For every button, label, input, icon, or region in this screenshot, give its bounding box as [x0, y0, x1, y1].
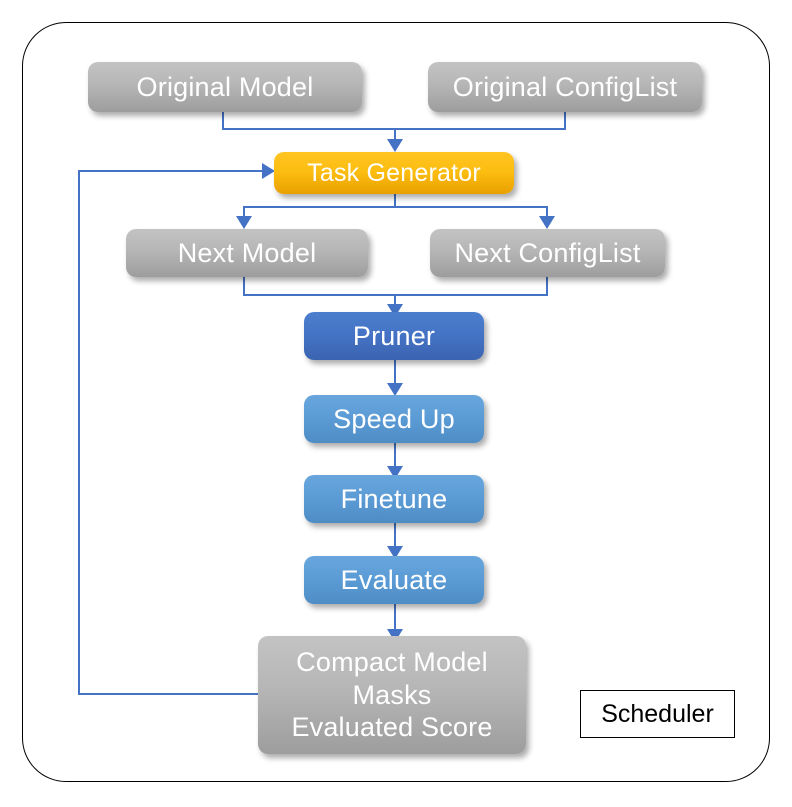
edge-split-bar-from-task-generator [243, 206, 547, 208]
arrowhead-feedback-to-task-generator [262, 163, 275, 179]
node-speed-up[interactable]: Speed Up [304, 395, 484, 443]
arrowhead-to-evaluate [387, 546, 403, 559]
edge-next-model-stem [243, 277, 245, 296]
node-task-generator[interactable]: Task Generator [274, 152, 514, 194]
edge-pruner-to-speed-up [394, 360, 396, 386]
edge-speed-up-to-finetune [394, 443, 396, 469]
edge-original-configlist-stem [564, 112, 566, 130]
edge-merge-drop-to-task-generator [394, 128, 396, 142]
node-compact-model[interactable]: Compact Model Masks Evaluated Score [258, 636, 526, 754]
node-next-configlist[interactable]: Next ConfigList [430, 229, 665, 277]
node-original-configlist[interactable]: Original ConfigList [428, 62, 702, 112]
node-next-model-label: Next Model [177, 237, 317, 268]
edge-feedback-bottom [78, 693, 260, 695]
edge-next-configlist-stem [546, 277, 548, 296]
edge-finetune-to-evaluate [394, 523, 396, 549]
node-next-model[interactable]: Next Model [126, 229, 368, 277]
edge-feedback-top [78, 170, 266, 172]
node-finetune-label: Finetune [340, 483, 448, 514]
node-evaluate-label: Evaluate [340, 564, 448, 595]
node-next-configlist-label: Next ConfigList [454, 237, 641, 268]
arrowhead-to-task-generator [387, 139, 403, 152]
arrowhead-to-speed-up [387, 383, 403, 396]
edge-original-model-stem [222, 112, 224, 130]
edge-feedback-left-riser [78, 170, 80, 695]
node-finetune[interactable]: Finetune [304, 475, 484, 523]
arrowhead-to-next-configlist [539, 216, 555, 229]
scheduler-label-box: Scheduler [580, 690, 735, 738]
node-original-configlist-label: Original ConfigList [452, 71, 678, 102]
node-original-model[interactable]: Original Model [88, 62, 362, 112]
node-pruner[interactable]: Pruner [304, 312, 484, 360]
node-pruner-label: Pruner [352, 320, 436, 351]
node-task-generator-label: Task Generator [307, 158, 481, 187]
node-speed-up-label: Speed Up [333, 403, 455, 434]
edge-task-generator-stem [394, 192, 396, 208]
node-evaluate[interactable]: Evaluate [304, 556, 484, 604]
arrowhead-to-next-model [236, 216, 252, 229]
scheduler-container-frame [22, 22, 770, 782]
edge-split-drop-next-configlist [546, 206, 548, 219]
edge-evaluate-to-compact-model [394, 604, 396, 632]
node-compact-model-label: Compact Model Masks Evaluated Score [291, 646, 493, 743]
edge-split-drop-next-model [243, 206, 245, 219]
node-original-model-label: Original Model [136, 71, 314, 102]
edge-merge-drop-to-pruner [394, 294, 396, 307]
scheduler-label-text: Scheduler [601, 699, 714, 728]
